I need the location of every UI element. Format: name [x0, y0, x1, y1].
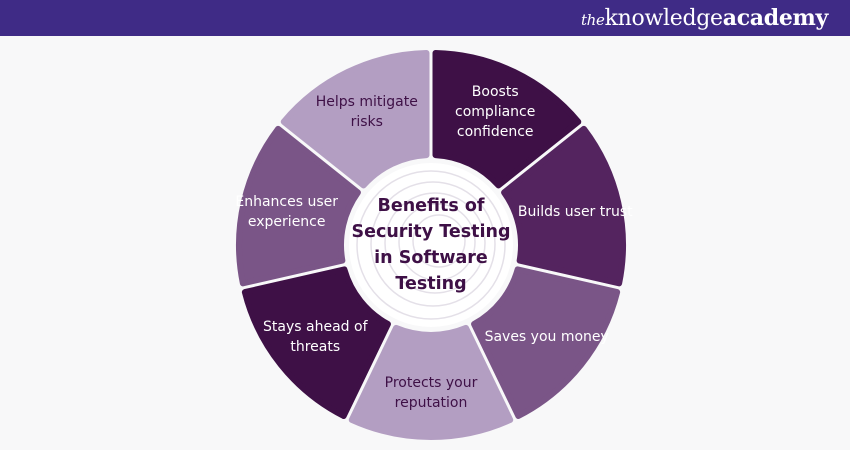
segment-label: Saves you money — [484, 329, 609, 346]
segment-label: Enhances user experience — [235, 194, 339, 231]
segment-label: Helps mitigate risks — [315, 93, 418, 130]
decorative-ring — [370, 181, 496, 307]
header-bar: theknowledgeacademy — [0, 0, 850, 36]
decorative-ring — [412, 214, 466, 268]
decorative-ring — [356, 170, 506, 320]
segment-label: Boosts compliance confidence — [455, 83, 536, 140]
segment-5 — [236, 125, 361, 287]
segment-3 — [348, 324, 514, 440]
segment-label: Builds user trust — [517, 204, 633, 221]
segment-label: Protects your reputation — [384, 375, 478, 411]
segment-0 — [432, 50, 582, 189]
segment-1 — [501, 125, 626, 287]
center-title: Benefits of Security Testing in Software… — [351, 196, 511, 294]
segment-6 — [280, 50, 430, 189]
decorative-ring — [398, 203, 476, 281]
segment-2 — [471, 266, 621, 419]
segment-4 — [241, 266, 391, 419]
brand-logo: theknowledgeacademy — [580, 5, 828, 31]
segment-label: Stays ahead of threats — [263, 319, 368, 356]
center-circle — [349, 163, 513, 327]
decorative-ring — [384, 192, 486, 294]
